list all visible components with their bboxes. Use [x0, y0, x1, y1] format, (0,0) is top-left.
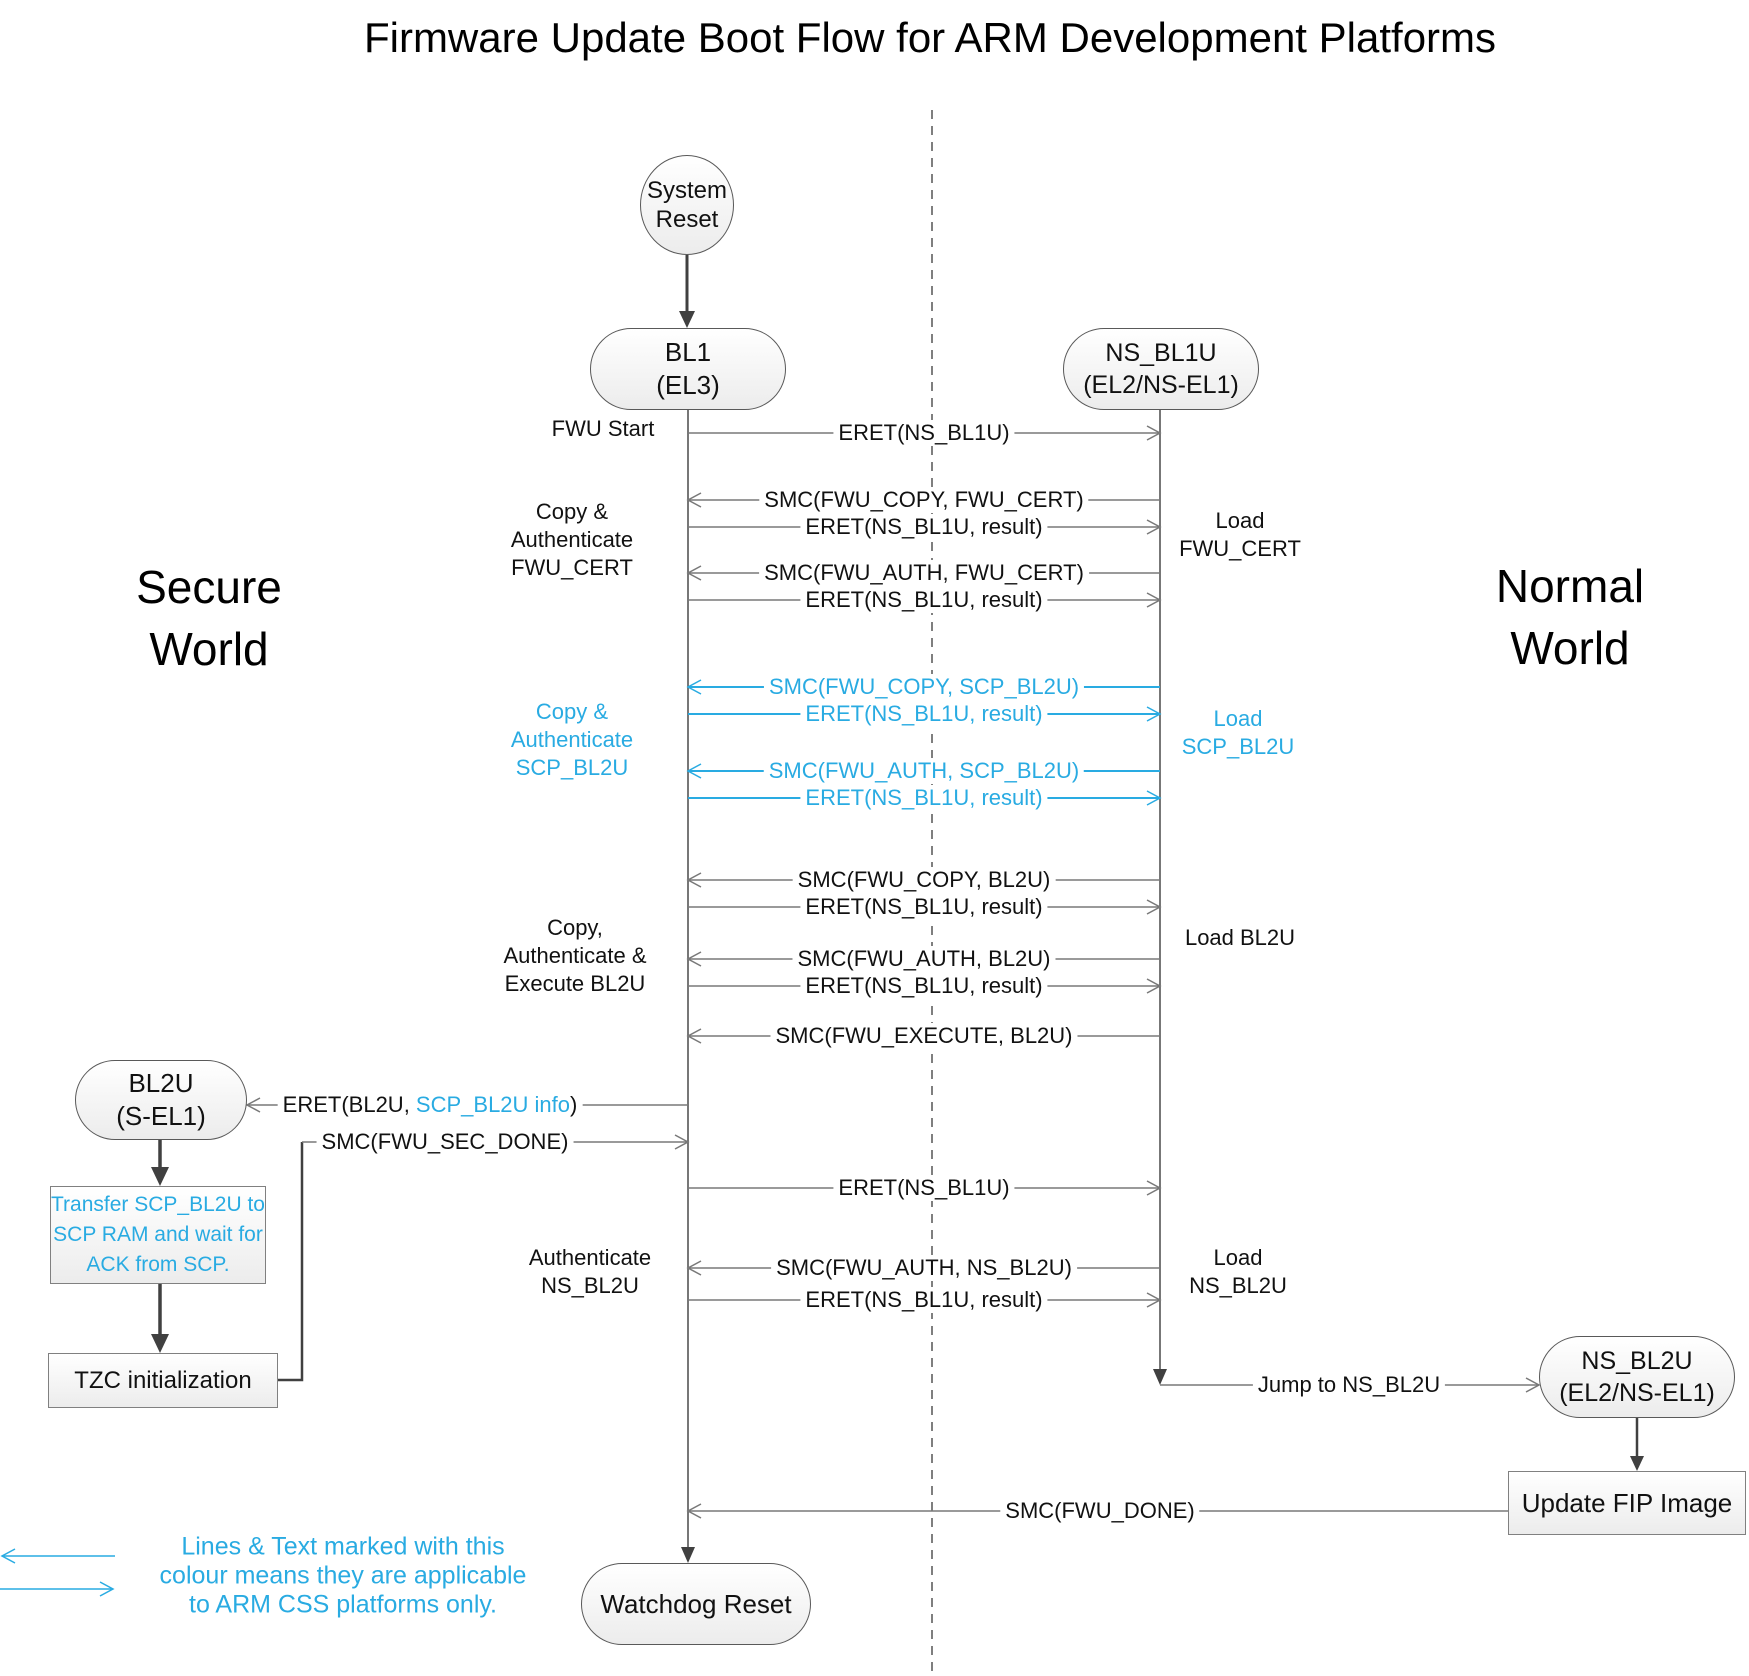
sequence-message-arrowhead [686, 763, 702, 779]
sequence-message-arrowhead [686, 1260, 702, 1276]
legend-note: Lines & Text marked with this colour mea… [159, 1532, 527, 1619]
secure-world-label: Secure World [136, 561, 282, 675]
bl1-node: BL1 (EL3) [590, 328, 786, 410]
sequence-message-label: SMC(FWU_AUTH, FWU_CERT) [759, 560, 1089, 586]
sequence-message-label: ERET(NS_BL1U, result) [800, 785, 1048, 811]
sequence-message-arrowhead [686, 1503, 702, 1519]
sequence-message-arrowhead [1146, 790, 1162, 806]
sequence-message-label: ERET(NS_BL1U, result) [800, 587, 1048, 613]
activity-label: Copy & Authenticate FWU_CERT [510, 499, 634, 580]
sequence-message-arrowhead [1146, 1292, 1162, 1308]
sequence-message-arrowhead [686, 492, 702, 508]
activity-label: Load NS_BL2U [1189, 1245, 1287, 1298]
update-fip-step: Update FIP Image [1508, 1471, 1746, 1535]
activity-label: Load FWU_CERT [1179, 508, 1301, 561]
sequence-message-label: ERET(NS_BL1U, result) [800, 701, 1048, 727]
activity-label: Load BL2U [1184, 925, 1296, 950]
sequence-message-label: SMC(FWU_SEC_DONE) [316, 1129, 574, 1155]
sequence-message-arrowhead [1146, 519, 1162, 535]
sequence-message-arrowhead [1146, 978, 1162, 994]
sequence-message-label: Jump to NS_BL2U [1252, 1372, 1446, 1398]
transfer-scp-step: Transfer SCP_BL2U to SCP RAM and wait fo… [50, 1186, 266, 1284]
bl1-lifeline [681, 410, 695, 1563]
legend-css-arrow-left [0, 1548, 115, 1564]
normal-world-label: Normal World [1495, 560, 1645, 674]
ns-bl2u-to-update-fip-arrow [1630, 1417, 1644, 1471]
tzc-return-connector [278, 1142, 304, 1382]
sequence-message-label: SMC(FWU_DONE) [1000, 1498, 1200, 1524]
sequence-message-label: ERET(NS_BL1U, result) [800, 894, 1048, 920]
sequence-message-arrowhead [674, 1134, 690, 1150]
ns-bl1u-node: NS_BL1U (EL2/NS-EL1) [1063, 328, 1259, 410]
eret-bl2u-label-prefix: ERET(BL2U, [282, 1092, 416, 1117]
sequence-message-label: ERET(NS_BL1U) [833, 1175, 1015, 1201]
sequence-message-label: SMC(FWU_COPY, FWU_CERT) [759, 487, 1089, 513]
sequence-message-arrowhead [686, 565, 702, 581]
system-reset-to-bl1-arrow [679, 255, 695, 328]
tzc-init-step: TZC initialization [48, 1353, 278, 1408]
sequence-message-label: SMC(FWU_EXECUTE, BL2U) [770, 1023, 1078, 1049]
sequence-message-arrowhead [686, 872, 702, 888]
sequence-message-arrowhead [686, 679, 702, 695]
sequence-message-arrowhead [1146, 425, 1162, 441]
sequence-message-arrowhead [1146, 592, 1162, 608]
sequence-message-label: ERET(NS_BL1U, result) [800, 973, 1048, 999]
activity-label: Copy, Authenticate & Execute BL2U [503, 915, 647, 996]
ns-bl1u-lifeline [1153, 410, 1167, 1385]
sequence-message-arrowhead [1146, 899, 1162, 915]
sequence-message-label: SMC(FWU_COPY, BL2U) [792, 867, 1056, 893]
activity-label: FWU Start [551, 416, 655, 441]
sequence-message-arrowhead [1146, 1180, 1162, 1196]
ns-bl2u-node: NS_BL2U (EL2/NS-EL1) [1539, 1336, 1735, 1418]
sequence-message-label: ERET(NS_BL1U) [833, 420, 1015, 446]
sequence-message-label: ERET(NS_BL1U, result) [800, 514, 1048, 540]
activity-label: Load SCP_BL2U [1181, 706, 1295, 759]
bl2u-node: BL2U (S-EL1) [75, 1060, 247, 1140]
sequence-message-arrowhead [686, 951, 702, 967]
eret-bl2u-label-highlight: SCP_BL2U info [415, 1092, 571, 1117]
diagram-title: Firmware Update Boot Flow for ARM Develo… [363, 14, 1497, 61]
transfer-to-tzc-arrow [151, 1284, 169, 1353]
system-reset-node: System Reset [640, 155, 734, 255]
sequence-message-arrowhead [686, 1028, 702, 1044]
sequence-message-label: SMC(FWU_COPY, SCP_BL2U) [763, 674, 1085, 700]
sequence-message-arrowhead [1146, 706, 1162, 722]
sequence-message-label: SMC(FWU_AUTH, BL2U) [792, 946, 1056, 972]
sequence-message-label: SMC(FWU_AUTH, SCP_BL2U) [763, 758, 1085, 784]
sequence-message-label: SMC(FWU_AUTH, NS_BL2U) [771, 1255, 1077, 1281]
watchdog-reset-node: Watchdog Reset [581, 1563, 811, 1645]
eret-bl2u-label: ERET(BL2U, SCP_BL2U info) [277, 1092, 583, 1118]
activity-label: Copy & Authenticate SCP_BL2U [510, 699, 634, 780]
eret-bl2u-label-suffix: ) [570, 1092, 578, 1117]
legend-css-arrow-right [0, 1581, 115, 1597]
bl2u-to-transfer-arrow [151, 1140, 169, 1186]
activity-label: Authenticate NS_BL2U [528, 1245, 652, 1298]
sequence-message-label: ERET(NS_BL1U, result) [800, 1287, 1048, 1313]
